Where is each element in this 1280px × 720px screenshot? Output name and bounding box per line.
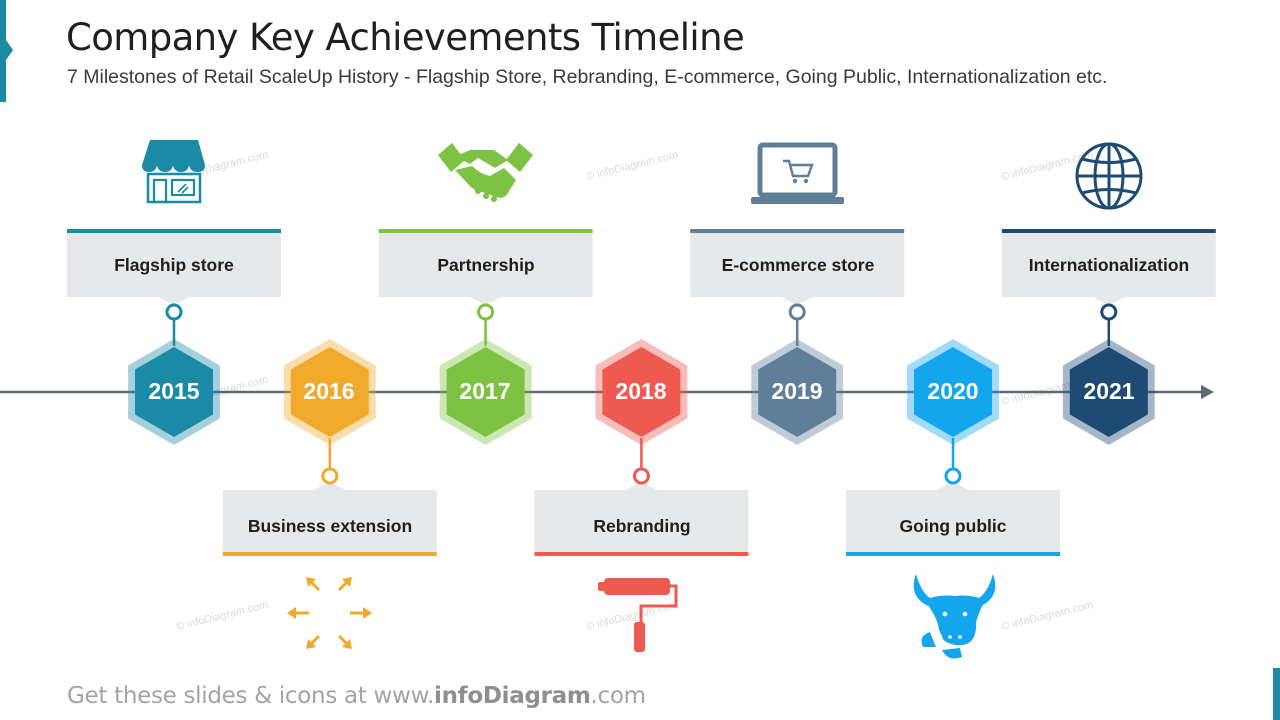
milestone-hexagon [602, 347, 681, 437]
milestone-dot [477, 303, 495, 321]
page-subtitle: 7 Milestones of Retail ScaleUp History -… [67, 66, 1108, 88]
globe-icon [1075, 142, 1143, 210]
milestone-year-2020: 2020 [927, 378, 979, 404]
milestone-year-2019: 2019 [771, 378, 823, 404]
footer-credit: Get these slides & icons at www.infoDiag… [67, 683, 646, 709]
milestone-year-2017: 2017 [459, 378, 511, 404]
milestone-hexagon [1069, 347, 1148, 437]
milestone-card [67, 232, 281, 305]
page-title: Company Key Achievements Timeline [66, 16, 745, 59]
milestone-label-flagship-store: Flagship store [114, 255, 234, 275]
milestone-card [378, 232, 593, 305]
accent-bar [0, 0, 6, 102]
milestone-card-accent [222, 552, 437, 556]
footer-prefix: Get these slides & icons at www. [67, 683, 434, 709]
milestone-dot [632, 467, 650, 485]
milestone-card-accent [534, 552, 749, 556]
bull-icon [913, 574, 996, 659]
corner-accent-bar [1273, 668, 1280, 720]
milestone-card [222, 482, 437, 553]
accent-notch [6, 40, 13, 60]
milestone-hexagon [914, 347, 992, 437]
milestone-hexagon [135, 347, 213, 437]
milestone-label-internationalization: Internationalization [1028, 255, 1190, 275]
milestone-card-accent [846, 552, 1060, 556]
milestone-card-accent [67, 229, 281, 233]
milestone-card-accent [690, 229, 905, 233]
milestone-year-2016: 2016 [303, 378, 355, 404]
milestone-label-partnership: Partnership [437, 255, 535, 275]
milestone-hexagon [758, 347, 837, 437]
storefront-icon [142, 140, 205, 204]
footer-suffix: .com [590, 683, 647, 709]
milestone-card [1001, 232, 1216, 305]
milestone-dot [944, 467, 962, 485]
milestone-label-going-public: Going public [899, 516, 1007, 536]
laptop-cart-icon [751, 142, 844, 204]
milestone-card [690, 232, 905, 305]
milestone-card-accent [1001, 229, 1216, 233]
handshake-icon [438, 143, 533, 202]
footer-brand[interactable]: infoDiagram [433, 683, 591, 709]
milestone-hexagon [290, 347, 369, 437]
milestone-year-2018: 2018 [615, 378, 667, 404]
milestone-hexagon [446, 347, 525, 437]
expand-arrows-icon [287, 577, 372, 649]
milestone-label-business-extension: Business extension [247, 516, 413, 536]
milestone-year-2015: 2015 [148, 378, 200, 404]
milestone-dot [788, 303, 806, 321]
milestone-dot [321, 467, 339, 485]
milestone-label-ecommerce-store: E-commerce store [721, 255, 875, 275]
milestone-card-accent [378, 229, 593, 233]
milestone-card [534, 482, 749, 553]
milestone-label-rebranding: Rebranding [593, 516, 691, 536]
milestone-card [846, 482, 1060, 553]
milestone-year-2021: 2021 [1083, 378, 1135, 404]
milestone-dot [1100, 303, 1118, 321]
timeline-arrowhead [1201, 385, 1214, 399]
paint-roller-icon [598, 578, 678, 652]
milestone-dot [165, 303, 183, 321]
